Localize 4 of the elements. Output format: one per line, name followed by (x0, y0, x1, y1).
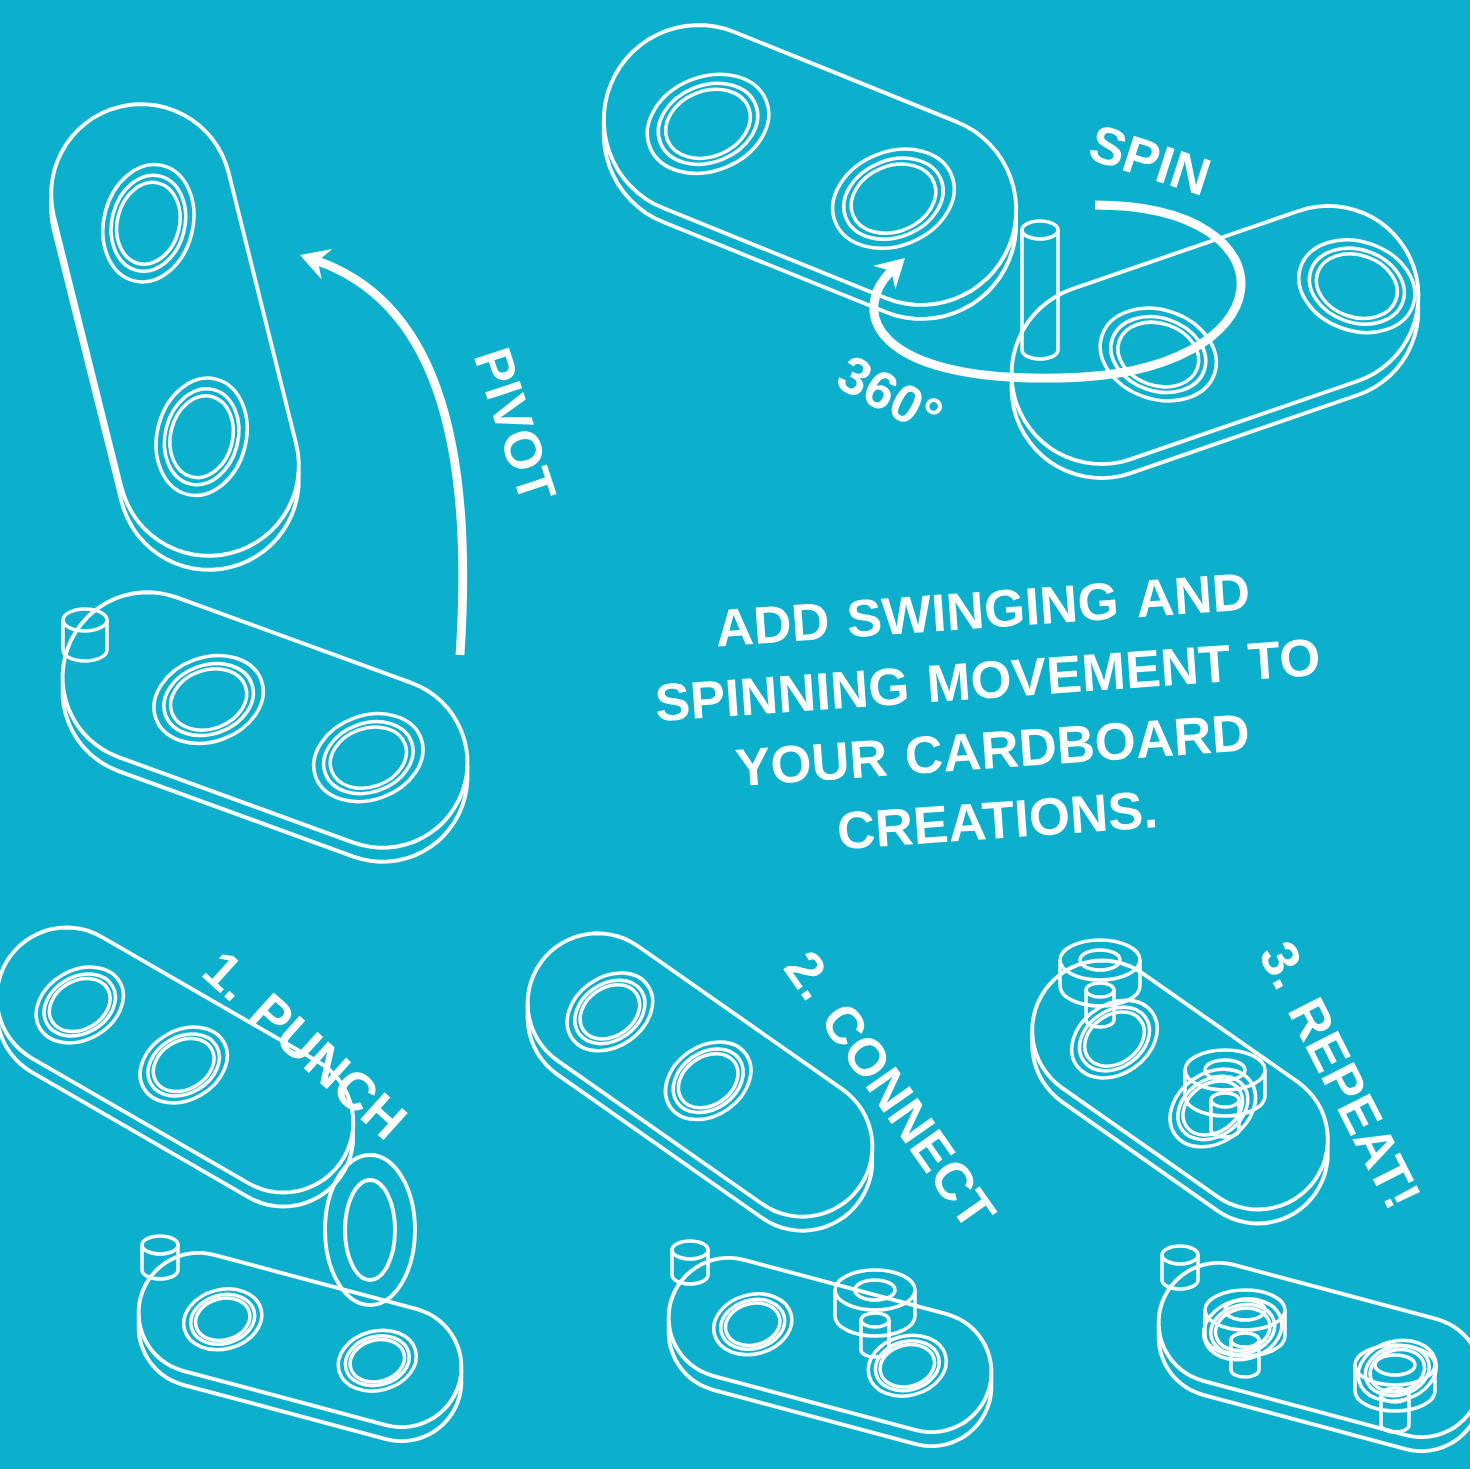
handwritten-label: SPIN (1090, 127, 1211, 196)
handwritten-label: PIVOT (474, 347, 557, 496)
handwritten-label: ADD SWINGING AND SPINNING MOVEMENT TO YOUR CARDBOARD CREATIONS. (657, 574, 1318, 849)
handwritten-label: 360° (838, 357, 942, 422)
